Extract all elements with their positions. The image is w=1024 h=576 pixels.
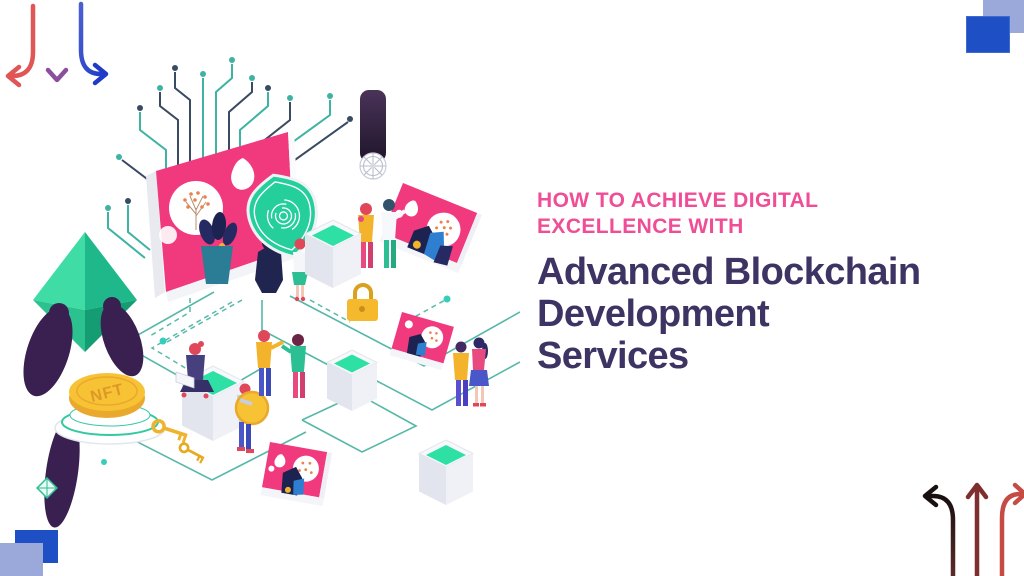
arrow-up-head-icon [965, 482, 989, 500]
tree-dots [183, 191, 210, 209]
purple-pillar-helm [359, 90, 387, 180]
people-pair-bottom-right [453, 337, 489, 407]
people-pair-middle [256, 330, 306, 398]
arrow-up-left-icon [924, 493, 956, 576]
node-dot [443, 295, 451, 303]
title-line-1: Advanced Blockchain [537, 251, 921, 294]
blockchain-illustration: NFT [23, 57, 520, 528]
arrow-up-right-head-icon [1012, 482, 1024, 506]
eyebrow-heading: HOW TO ACHIEVE DIGITAL EXCELLENCE WITH [537, 188, 997, 239]
security-shield-icon [246, 173, 318, 302]
node-dot [101, 459, 107, 465]
pink-screen-right [379, 183, 482, 274]
square-periwinkle-bottom-left [0, 543, 43, 576]
plant-icon [199, 212, 238, 284]
arrow-right-icon [78, 1, 107, 77]
nft-coin-icon: NFT [69, 373, 145, 418]
title-line-3: Services [537, 334, 689, 377]
helm-wheel-icon [359, 152, 387, 180]
hero-text-block: HOW TO ACHIEVE DIGITAL EXCELLENCE WITH A… [537, 188, 997, 378]
arrow-up-left-head-icon [922, 484, 939, 508]
square-blue-top-right [966, 16, 1010, 53]
laptop-person [175, 341, 214, 399]
title-line-2: Development [537, 293, 770, 336]
eyebrow-line-1: HOW TO ACHIEVE DIGITAL [537, 189, 819, 212]
node-dot [159, 337, 167, 345]
arrow-right-head-icon [92, 62, 109, 86]
arrow-left-icon [7, 3, 36, 79]
diamond-node-icon [36, 477, 58, 499]
key-icon [151, 419, 188, 444]
arrow-up-right-icon [999, 491, 1024, 576]
isometric-cube [417, 439, 475, 505]
padlock-icon [347, 283, 378, 321]
arrow-down-head-icon [45, 67, 69, 83]
key-icon [178, 442, 205, 464]
tree-sprig-icon [185, 195, 207, 230]
isometric-cube [325, 349, 379, 411]
arrow-left-head-icon [5, 64, 22, 88]
coin-carrier-person [234, 383, 270, 453]
page-title: Advanced Blockchain Development Services [537, 251, 997, 377]
pink-screen-bottom [260, 442, 333, 507]
up-arrows-decoration [922, 482, 1024, 576]
pink-screen-small [389, 312, 454, 371]
pink-billboard [146, 130, 300, 302]
down-arrows-decoration [5, 1, 109, 88]
isometric-cube [303, 219, 363, 288]
eyebrow-line-2: EXCELLENCE WITH [537, 214, 744, 238]
people-pair-upper-right [358, 199, 407, 268]
shield-holder-person [292, 238, 308, 302]
